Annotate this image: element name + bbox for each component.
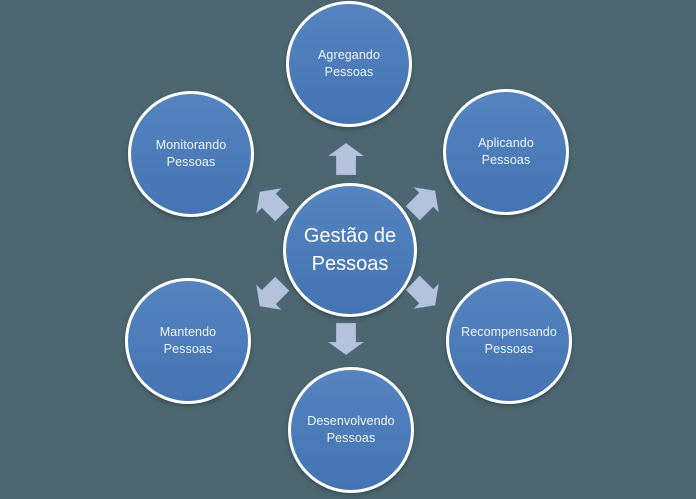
node-aplicando-pessoas: Aplicando Pessoas	[443, 89, 569, 215]
node-desenvolvendo-pessoas: Desenvolvendo Pessoas	[288, 367, 414, 493]
node-label: Monitorando Pessoas	[156, 137, 227, 172]
node-label-line-2: Pessoas	[324, 65, 374, 79]
node-label-line-1: Aplicando	[478, 135, 534, 150]
node-label: Desenvolvendo Pessoas	[307, 413, 394, 448]
center-label-line-3: Pessoas	[311, 253, 389, 275]
node-label-line-1: Recompensando	[461, 324, 557, 339]
node-mantendo-pessoas: Mantendo Pessoas	[125, 278, 251, 404]
node-monitorando-pessoas: Monitorando Pessoas	[128, 91, 254, 217]
node-label-line-2: Pessoas	[481, 153, 531, 167]
node-label-line-2: Pessoas	[166, 155, 216, 169]
node-agregando-pessoas: Agregando Pessoas	[286, 1, 412, 127]
node-label: Mantendo Pessoas	[160, 324, 216, 359]
node-label: Aplicando Pessoas	[478, 135, 534, 170]
arrow-down-right-icon	[398, 268, 450, 320]
arrow-up-right-icon	[398, 176, 450, 228]
node-recompensando-pessoas: Recompensando Pessoas	[446, 278, 572, 404]
center-node-gestao-de-pessoas: Gestão de Pessoas	[283, 183, 417, 317]
node-label-line-1: Desenvolvendo	[307, 413, 395, 428]
node-label: Recompensando Pessoas	[461, 324, 557, 359]
center-label-line-2: de	[373, 225, 397, 247]
node-label-line-1: Agregando	[317, 47, 381, 62]
node-label-line-2: Pessoas	[163, 342, 213, 356]
node-label-line-1: Mantendo	[159, 324, 217, 339]
node-label-line-2: Pessoas	[326, 431, 376, 445]
center-node-label: Gestão de Pessoas	[286, 222, 414, 278]
arrow-up-icon	[326, 142, 366, 176]
arrow-down-left-icon	[245, 269, 297, 321]
node-label-line-2: Pessoas	[484, 342, 534, 356]
node-label-line-1: Monitorando	[155, 137, 227, 152]
center-label-line-1: Gestão	[303, 225, 369, 247]
node-label: Agregando Pessoas	[318, 47, 380, 82]
arrow-up-left-icon	[245, 177, 297, 229]
arrow-down-icon	[326, 322, 366, 356]
